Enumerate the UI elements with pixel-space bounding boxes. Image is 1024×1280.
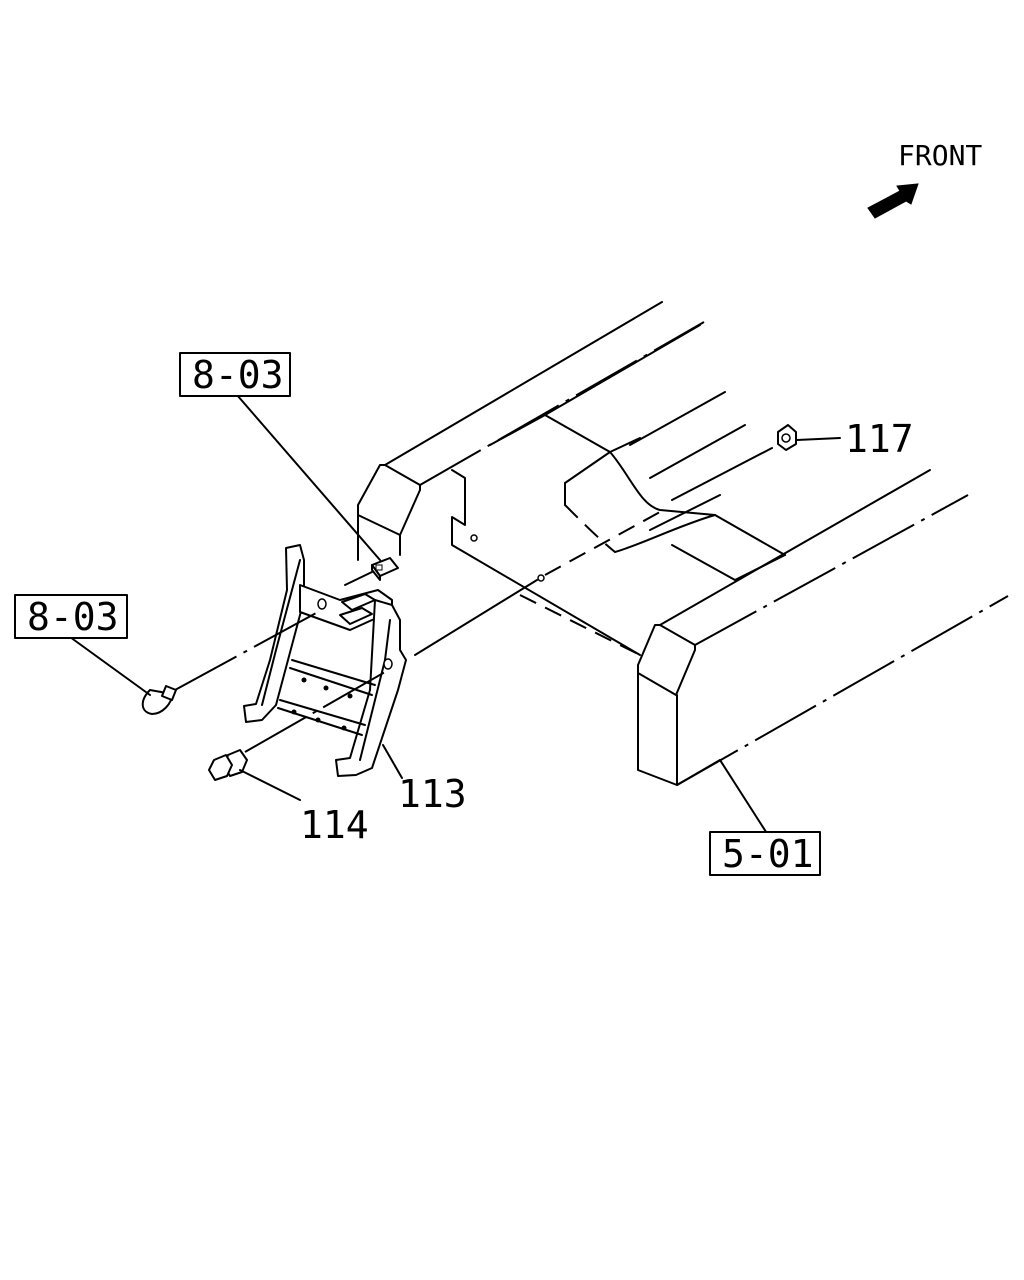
axis-nut	[671, 447, 773, 501]
ref-box-frame	[709, 831, 821, 876]
bolt-114	[208, 749, 248, 781]
part-bolt-label: 114	[300, 803, 369, 847]
ref-box-left	[14, 594, 128, 639]
bulb-left	[141, 685, 177, 715]
ref-frame-label: 5-01	[722, 832, 814, 876]
frame-rail	[357, 301, 1009, 786]
nut-117	[777, 424, 797, 451]
leader-ref-top	[236, 394, 381, 561]
leader-frame	[719, 759, 769, 836]
ref-top-label: 8-03	[192, 353, 284, 397]
front-label: FRONT	[898, 139, 982, 172]
leader-ref-left	[69, 636, 151, 696]
axis-bolt	[244, 671, 386, 753]
ref-box-top	[179, 352, 291, 397]
connector-top	[371, 557, 399, 581]
leader-bolt	[239, 769, 301, 801]
arrow-icon	[867, 183, 919, 219]
leader-bracket	[382, 744, 403, 779]
ref-left-label: 8-03	[27, 595, 119, 639]
leader-nut	[796, 437, 841, 441]
bracket-113	[243, 544, 407, 777]
axis-connector-top	[344, 571, 373, 586]
axis-bulb	[174, 611, 319, 691]
part-bracket-label: 113	[398, 772, 467, 816]
part-nut-label: 117	[845, 417, 914, 461]
